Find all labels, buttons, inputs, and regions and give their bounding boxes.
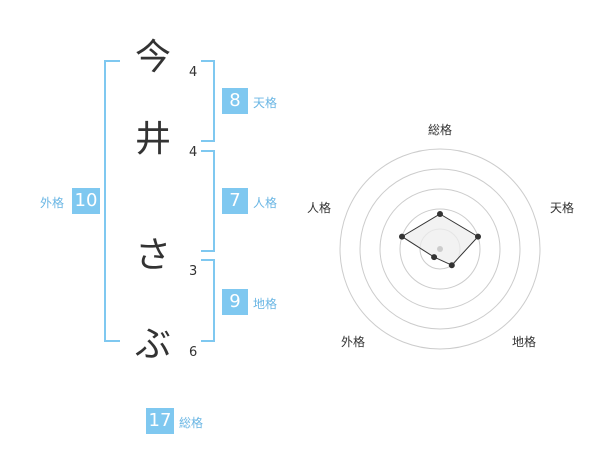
radar-ring-3 [379, 188, 501, 310]
gaikaku-value: 10 [72, 188, 100, 214]
name-char-1: 今 [134, 37, 171, 78]
name-char-3: さ [134, 235, 171, 276]
stroke-count-3: 3 [189, 264, 198, 279]
stroke-count-2: 4 [189, 145, 198, 160]
radar-rings [339, 148, 541, 350]
radar-point-1 [437, 211, 443, 217]
radar-point-3 [448, 262, 455, 269]
radar-axis-label-5: 人格 [307, 200, 331, 215]
jinkaku-label: 人格 [253, 196, 278, 210]
radar-axis-label-1: 総格 [428, 122, 452, 137]
soukaku-value: 17 [146, 408, 174, 434]
radar-points [399, 211, 481, 269]
radar-ring-2 [359, 168, 521, 330]
radar-point-2 [475, 233, 481, 240]
tenkaku-label: 天格 [253, 96, 278, 110]
radar-point-5 [399, 233, 405, 240]
radar-ring-4 [399, 208, 481, 290]
stroke-count-4: 6 [189, 345, 198, 360]
radar-center [437, 246, 443, 252]
chikaku-value: 9 [222, 289, 248, 315]
radar-point-4 [431, 254, 438, 261]
name-char-4: ぶ [134, 324, 171, 365]
tenkaku-bracket [201, 60, 215, 142]
radar-axis-label-2: 天格 [550, 200, 574, 215]
chikaku-label: 地格 [253, 297, 278, 311]
jinkaku-bracket [201, 150, 215, 252]
stroke-count-1: 4 [189, 65, 198, 80]
chikaku-bracket [201, 259, 215, 342]
radar-ring-1 [339, 148, 541, 350]
gaikaku-bracket [104, 60, 120, 342]
name-char-2: 井 [134, 119, 171, 160]
soukaku-label: 総格 [179, 416, 204, 430]
radar-axis-label-3: 地格 [512, 334, 536, 349]
radar-area [401, 213, 479, 266]
gaikaku-label: 外格 [40, 196, 65, 210]
radar-axis-label-4: 外格 [341, 334, 365, 349]
jinkaku-value: 7 [222, 188, 248, 214]
tenkaku-value: 8 [222, 88, 248, 114]
